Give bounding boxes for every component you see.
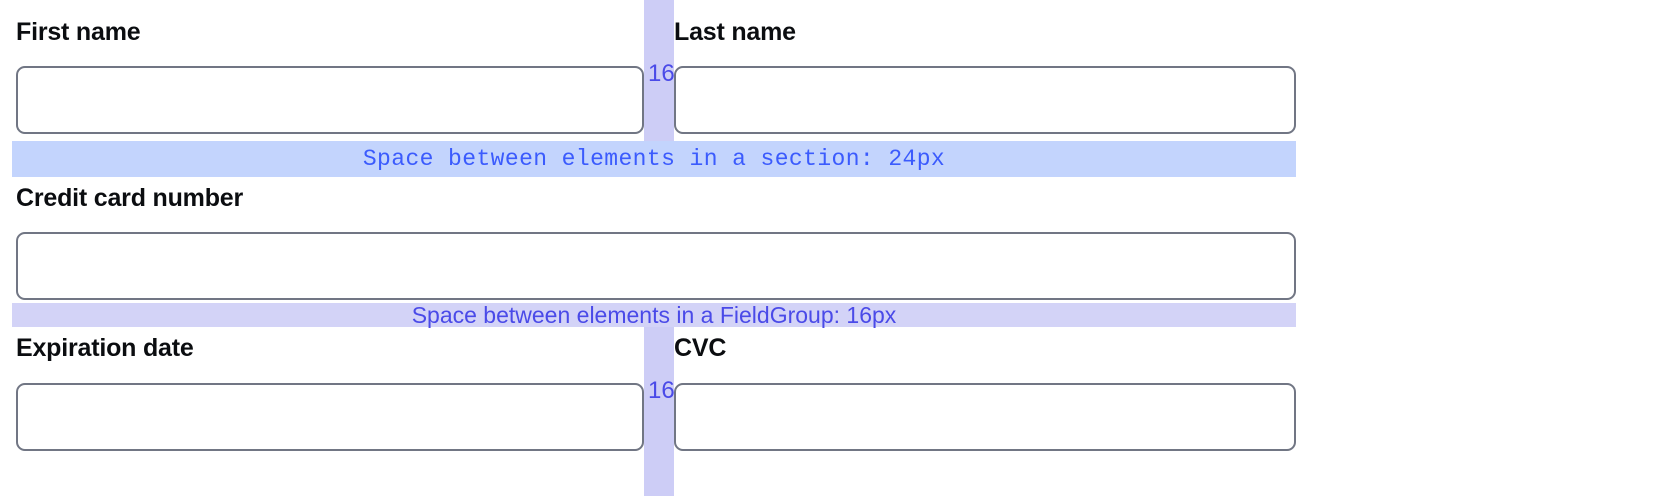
annotation-band-fieldgroup-spacing-text: Space between elements in a FieldGroup: …: [411, 301, 897, 328]
column-gap-strip-name-row: [644, 0, 674, 141]
input-last-name[interactable]: [674, 66, 1296, 134]
column-gap-strip-card-row: [644, 327, 674, 496]
input-expiration-date[interactable]: [16, 383, 644, 451]
label-first-name: First name: [16, 18, 141, 46]
annotation-band-section-spacing: Space between elements in a section: 24p…: [12, 141, 1296, 177]
label-cvc: CVC: [674, 334, 727, 362]
input-credit-card-number[interactable]: [16, 232, 1296, 300]
column-gap-label-name-row: 16: [648, 60, 675, 87]
column-gap-label-card-row: 16: [648, 377, 675, 404]
label-credit-card-number: Credit card number: [16, 184, 244, 212]
field-expiration-date: Expiration date: [16, 336, 194, 361]
annotation-band-section-spacing-text: Space between elements in a section: 24p…: [362, 146, 946, 172]
field-first-name: First name: [16, 18, 141, 46]
label-last-name: Last name: [674, 18, 796, 46]
label-expiration-date: Expiration date: [16, 334, 194, 362]
field-last-name: Last name: [674, 20, 796, 45]
field-credit-card-number: Credit card number: [16, 186, 243, 211]
input-first-name[interactable]: [16, 66, 644, 134]
annotation-band-fieldgroup-spacing: Space between elements in a FieldGroup: …: [12, 301, 1296, 328]
input-cvc[interactable]: [674, 383, 1296, 451]
field-cvc: CVC: [674, 336, 726, 361]
